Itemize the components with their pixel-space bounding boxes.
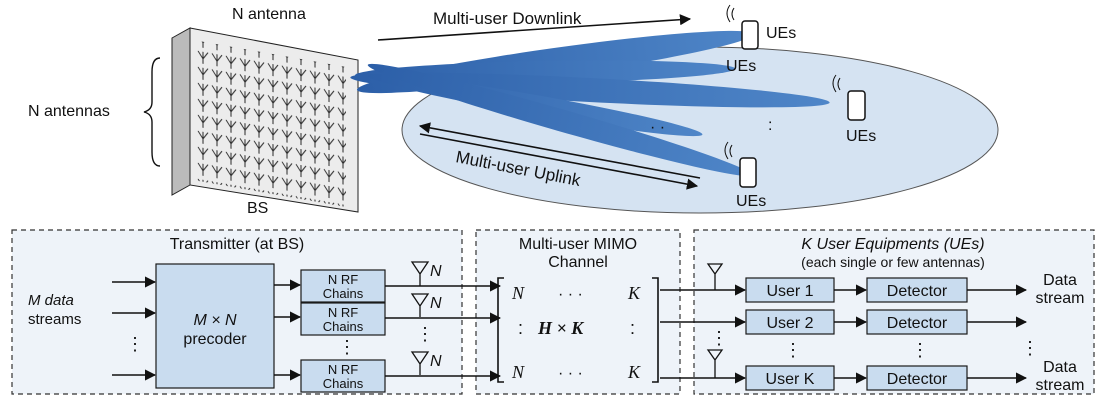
transmitter-title: Transmitter (at BS) bbox=[170, 236, 305, 253]
svg-text:Detector: Detector bbox=[887, 283, 948, 300]
beams bbox=[350, 30, 830, 177]
rf-chain-block: N RF Chains bbox=[300, 302, 386, 336]
svg-text:N: N bbox=[430, 353, 442, 370]
user-block: User 2 bbox=[745, 309, 835, 335]
output-label: stream bbox=[1036, 377, 1085, 394]
matrix-cell: : bbox=[518, 318, 523, 338]
matrix-cell: : bbox=[630, 318, 635, 338]
detector-block: Detector bbox=[866, 277, 968, 303]
channel-title: Channel bbox=[548, 254, 608, 271]
svg-text:User K: User K bbox=[766, 371, 815, 388]
ue-antenna-ellipsis: ⋮ bbox=[710, 328, 728, 348]
antenna-icon: N bbox=[410, 351, 442, 375]
rf-chain-block: N RF Chains bbox=[300, 359, 386, 393]
ues-label: UEs bbox=[726, 58, 756, 75]
beam-ellipsis: · · bbox=[650, 119, 665, 136]
matrix-cell: · · · bbox=[558, 365, 583, 382]
svg-text:Detector: Detector bbox=[887, 315, 948, 332]
svg-text:N RF: N RF bbox=[328, 272, 358, 287]
inputs-label: M data bbox=[28, 292, 74, 309]
matrix-cell: K bbox=[627, 362, 641, 382]
svg-text:N: N bbox=[430, 295, 442, 312]
antenna-icon: N bbox=[410, 261, 442, 286]
matrix-cell: N bbox=[511, 362, 525, 382]
precoder-label: precoder bbox=[183, 331, 247, 348]
matrix-cell: · · · bbox=[558, 286, 583, 303]
svg-text:User 1: User 1 bbox=[766, 283, 813, 300]
antenna-brace bbox=[143, 57, 161, 167]
downlink-arrow bbox=[377, 14, 692, 41]
output-label: Data bbox=[1043, 272, 1077, 289]
svg-text:Detector: Detector bbox=[887, 371, 948, 388]
uplink-arrow-top bbox=[418, 122, 701, 179]
output-label: Data bbox=[1043, 359, 1077, 376]
svg-text:N: N bbox=[430, 263, 442, 280]
rf-ellipsis: ⋮ bbox=[338, 337, 356, 357]
phone-icon bbox=[724, 141, 757, 188]
svg-text:N RF: N RF bbox=[328, 305, 358, 320]
matrix-bracket-left bbox=[497, 277, 504, 383]
svg-text:Chains: Chains bbox=[323, 376, 364, 391]
detector-block: Detector bbox=[866, 309, 968, 335]
precoder-label: M × N bbox=[193, 312, 237, 329]
users-ellipsis: ⋮ bbox=[784, 340, 802, 360]
phone-icon bbox=[832, 74, 866, 121]
ues-label: UEs bbox=[766, 25, 796, 42]
ues-label: UEs bbox=[736, 193, 766, 210]
antenna-icon bbox=[706, 263, 724, 290]
matrix-cell: H × K bbox=[537, 318, 585, 338]
output-label: stream bbox=[1036, 290, 1085, 307]
phone-icon bbox=[726, 4, 759, 50]
user-block: User K bbox=[745, 365, 835, 391]
matrix-cell: N bbox=[511, 283, 525, 303]
antenna-array bbox=[171, 27, 359, 213]
svg-text:Chains: Chains bbox=[323, 319, 364, 334]
antenna-ellipsis: ⋮ bbox=[416, 324, 434, 344]
inputs-ellipsis: ⋮ bbox=[126, 334, 144, 354]
channel-title: Multi-user MIMO bbox=[519, 236, 637, 253]
ues-label: UEs bbox=[846, 128, 876, 145]
inputs-label: streams bbox=[28, 311, 81, 328]
ue-ellipsis: : bbox=[768, 117, 772, 134]
downlink-label: Multi-user Downlink bbox=[433, 9, 582, 28]
n-antenna-label: N antenna bbox=[232, 6, 306, 23]
bs-label: BS bbox=[247, 200, 268, 217]
rf-chain-block: N RF Chains bbox=[300, 269, 386, 303]
matrix-cell: K bbox=[627, 283, 641, 303]
uplink-arrow-bottom bbox=[419, 133, 699, 190]
antenna-icon bbox=[706, 349, 724, 378]
outputs-ellipsis: ⋮ bbox=[1021, 338, 1039, 358]
detectors-ellipsis: ⋮ bbox=[911, 340, 929, 360]
svg-text:N RF: N RF bbox=[328, 362, 358, 377]
channel-panel bbox=[475, 229, 681, 395]
svg-text:Chains: Chains bbox=[323, 286, 364, 301]
antenna-icon: N bbox=[410, 293, 442, 317]
precoder-block bbox=[155, 263, 275, 389]
svg-text:User 2: User 2 bbox=[766, 315, 813, 332]
n-antennas-label: N antennas bbox=[28, 103, 110, 120]
ue-panel-subtitle: (each single or few antennas) bbox=[801, 254, 985, 270]
ue-panel-title: K User Equipments (UEs) bbox=[801, 236, 984, 253]
user-block: User 1 bbox=[745, 277, 835, 303]
detector-block: Detector bbox=[866, 365, 968, 391]
matrix-bracket-right bbox=[652, 277, 659, 383]
